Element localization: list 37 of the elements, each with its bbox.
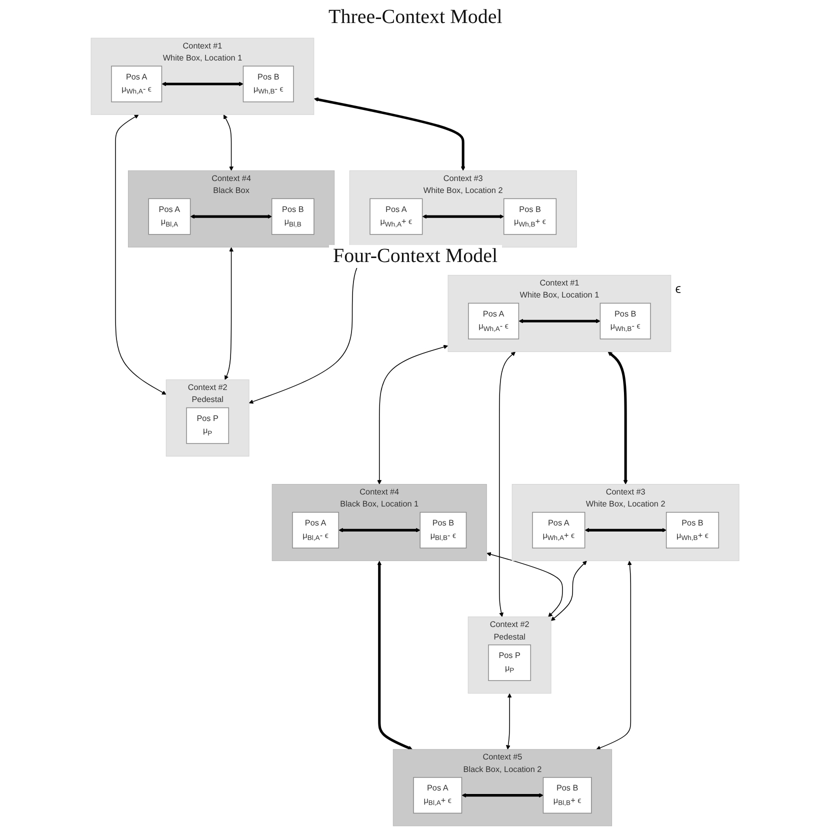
arrow	[499, 352, 516, 618]
arrow	[190, 214, 272, 219]
arrow	[339, 528, 421, 532]
arrow	[519, 318, 601, 324]
node-box: Pos B μ$_{Bl,B}$+ ϵ	[543, 777, 592, 814]
node-box: Pos B μ$_{Wh,B}$+ ϵ	[504, 198, 557, 235]
arrow	[225, 247, 234, 380]
arrow	[487, 552, 564, 618]
node-box: Pos B μ$_{Bl,B}$	[272, 198, 315, 235]
node-box: Pos A μ$_{Wh,A}$- ϵ	[468, 302, 520, 340]
symbol-label: ϵ	[675, 281, 682, 296]
node-box: Pos A μ$_{Wh,A}$- ϵ	[112, 66, 163, 102]
arrow	[585, 528, 667, 532]
node-box: Pos B μ$_{Wh,B}$- ϵ	[600, 302, 652, 340]
arrow	[422, 214, 504, 219]
node-box: Pos B μ$_{Bl,B}$- ϵ	[420, 512, 468, 548]
arrow	[462, 793, 544, 798]
node-box: Pos A μ$_{Wh,A}$+ ϵ	[532, 512, 586, 548]
node-box: Pos B μ$_{Wh,B}$+ ϵ	[666, 512, 720, 548]
arrow	[162, 82, 244, 86]
node-box: Pos P μ$_{P}$	[488, 644, 532, 681]
arrow	[551, 560, 588, 621]
section-heading: Four-Context Model	[328, 245, 502, 268]
node-box: Pos A μ$_{Wh,A}$+ ϵ	[370, 198, 424, 235]
node-box: Pos A μ$_{Bl,A}$- ϵ	[292, 512, 340, 548]
arrow	[116, 114, 167, 395]
node-box: Pos P μ$_{P}$	[186, 407, 230, 444]
arrow	[378, 344, 448, 484]
arrow	[506, 693, 512, 750]
node-box: Pos A μ$_{Bl,A}$+ ϵ	[414, 777, 463, 814]
node-box: Pos A μ$_{Bl,A}$	[148, 198, 192, 235]
arrow	[608, 352, 628, 484]
arrow	[378, 560, 414, 750]
node-box: Pos B μ$_{Wh,B}$- ϵ	[243, 66, 294, 102]
arrow	[596, 560, 632, 750]
arrow	[224, 114, 234, 171]
arrow	[314, 97, 466, 171]
